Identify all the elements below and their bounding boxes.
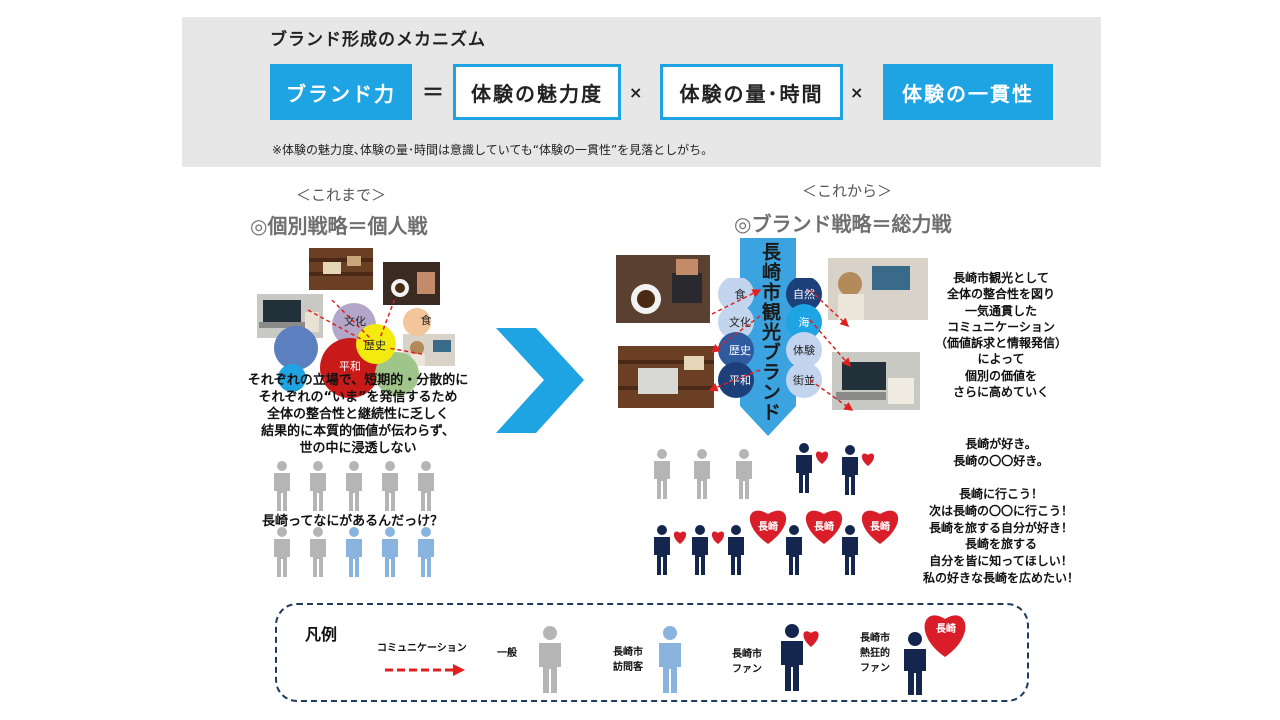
heart-label: 長崎 — [870, 520, 890, 535]
right-description-line: 長崎市観光として — [926, 270, 1076, 286]
circle-culture: 文化 — [340, 306, 370, 336]
legend-enthusiast-line: 熱狂的 — [860, 646, 890, 661]
likes-text: 長崎が好き。 長崎の〇〇好き。 — [936, 436, 1066, 470]
left-description: それぞれの立場で、短期的・分散的に それぞれの“いま”を発信するため 全体の整合… — [236, 372, 480, 457]
person-enthusiast — [842, 525, 858, 575]
legend-fan-line: 長崎市 — [732, 647, 762, 662]
heart-icon — [862, 453, 874, 466]
legend-general-label: 一般 — [497, 646, 517, 661]
chevron-right-icon — [496, 328, 586, 433]
left-heading: ◎個別戦略＝個人戦 — [250, 210, 427, 239]
right-description-line: 全体の整合性を図り — [926, 286, 1076, 302]
legend-fan-person-icon — [777, 621, 823, 695]
right-description: 長崎市観光として 全体の整合性を図り 一気通貫した コミュニケーション （価値訴… — [926, 270, 1076, 400]
person-general — [654, 449, 670, 499]
left-subheading: ＜これまで＞ — [296, 184, 386, 205]
panel-title: ブランド形成のメカニズム — [270, 25, 486, 50]
person-general — [382, 461, 398, 511]
legend-visitor-label: 長崎市 訪問客 — [613, 645, 643, 675]
left-description-line: 全体の整合性と継続性に乏しく — [236, 406, 480, 423]
left-description-line: 世の中に浸透しない — [236, 440, 480, 457]
times-sign-2: × — [850, 83, 863, 102]
legend-enthusiast-person-icon — [899, 607, 971, 699]
legend-title: 凡例 — [305, 621, 337, 645]
heart-label: 長崎 — [814, 520, 834, 535]
go-line: 私の好きな長崎を広めたい！ — [906, 570, 1096, 587]
legend-enthusiast-line: ファン — [860, 661, 890, 676]
brand-formula-panel: ブランド形成のメカニズム ブランド力 ＝ 体験の魅力度 × 体験の量･時間 × … — [182, 17, 1101, 167]
brand-power-box: ブランド力 — [270, 64, 412, 120]
person-general — [346, 461, 362, 511]
legend-general-person-icon — [535, 625, 565, 695]
go-line: 自分を皆に知ってほしい！ — [906, 553, 1096, 570]
communication-arrows — [640, 270, 860, 420]
likes-line: 長崎が好き。 — [936, 436, 1066, 453]
legend-visitor-line: 訪問客 — [613, 660, 643, 675]
photo-wooden-table — [309, 248, 373, 290]
go-text: 長崎に行こう！ 次は長崎の〇〇に行こう！ 長崎を旅する自分が好き！ 長崎を旅する… — [906, 486, 1096, 587]
dashed-arrow-icon — [385, 663, 465, 677]
legend-communication-label: コミュニケーション — [377, 641, 467, 656]
person-enthusiast — [786, 525, 802, 575]
person-visitor — [382, 527, 398, 577]
legend-enthusiast-label: 長崎市 熱狂的 ファン — [860, 631, 890, 676]
person-fan — [654, 525, 670, 575]
left-description-line: 結果的に本質的価値が伝わらず、 — [236, 423, 480, 440]
right-description-line: 一気通貫した — [926, 303, 1076, 319]
go-line: 長崎に行こう！ — [906, 486, 1096, 503]
right-heading: ◎ブランド戦略＝総力戦 — [734, 208, 951, 237]
left-description-line: それぞれの“いま”を発信するため — [236, 389, 480, 406]
right-description-line: （価値訴求と情報発信） — [926, 335, 1076, 351]
legend-enthusiast-line: 長崎市 — [860, 631, 890, 646]
legend-box: 凡例 コミュニケーション 一般 長崎市 訪問客 長崎市 ファン 長崎市 熱狂的 … — [275, 603, 1029, 702]
legend-visitor-line: 長崎市 — [613, 645, 643, 660]
heart-icon — [816, 451, 828, 464]
person-fan — [796, 443, 812, 493]
heart-label: 長崎 — [758, 520, 778, 535]
right-description-line: さらに高めていく — [926, 384, 1076, 400]
likes-line: 長崎の〇〇好き。 — [936, 453, 1066, 470]
panel-note: ※体験の魅力度､体験の量･時間は意識していても“体験の一貫性”を見落としがち。 — [272, 141, 713, 158]
attractiveness-box: 体験の魅力度 — [453, 64, 621, 120]
photo-coffee-hands — [383, 262, 440, 305]
right-description-line: 個別の価値を — [926, 368, 1076, 384]
person-general — [310, 527, 326, 577]
person-general — [736, 449, 752, 499]
circle-food: 食 — [412, 308, 440, 332]
go-line: 長崎を旅する — [906, 536, 1096, 553]
person-general — [418, 461, 434, 511]
person-general — [694, 449, 710, 499]
times-sign-1: × — [629, 83, 642, 102]
person-enthusiast — [728, 525, 744, 575]
go-line: 次は長崎の〇〇に行こう！ — [906, 503, 1096, 520]
legend-heart-label: 長崎 — [936, 622, 956, 637]
person-general — [274, 461, 290, 511]
legend-visitor-person-icon — [655, 625, 685, 695]
person-visitor — [418, 527, 434, 577]
equals-sign: ＝ — [422, 75, 444, 107]
heart-icon — [712, 531, 724, 544]
person-general — [310, 461, 326, 511]
right-description-line: コミュニケーション — [926, 319, 1076, 335]
person-visitor — [346, 527, 362, 577]
right-description-line: によって — [926, 351, 1076, 367]
person-fan — [842, 445, 858, 495]
left-question: 長崎ってなにがあるんだっけ？ — [262, 510, 443, 529]
right-people-group — [648, 440, 908, 590]
go-line: 長崎を旅する自分が好き！ — [906, 520, 1096, 537]
volume-time-box: 体験の量･時間 — [660, 64, 843, 120]
person-general — [274, 527, 290, 577]
legend-fan-label: 長崎市 ファン — [732, 647, 762, 677]
legend-fan-line: ファン — [732, 662, 762, 677]
person-fan — [692, 525, 708, 575]
heart-icon — [674, 531, 686, 544]
right-subheading: ＜これから＞ — [802, 180, 892, 201]
circle-history: 歴史 — [360, 330, 390, 360]
left-description-line: それぞれの立場で、短期的・分散的に — [236, 372, 480, 389]
consistency-box: 体験の一貫性 — [883, 64, 1053, 120]
